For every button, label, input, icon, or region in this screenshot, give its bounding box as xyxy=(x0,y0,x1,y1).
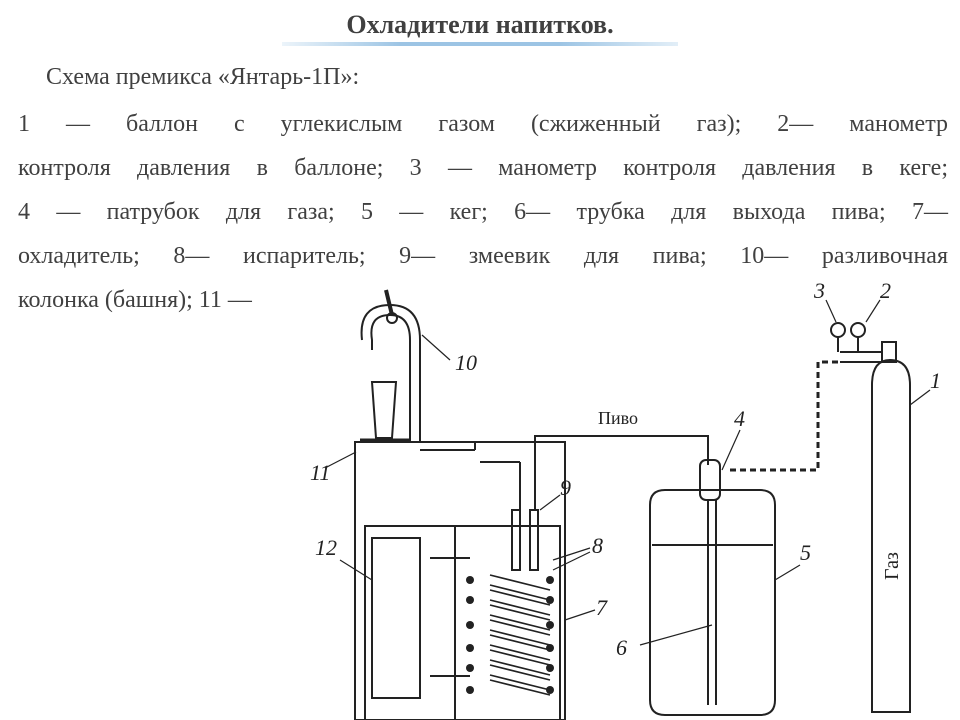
description-line: охладитель; 8— испаритель; 9— змеевик дл… xyxy=(18,243,948,269)
label-4: 4 xyxy=(734,406,745,431)
compressor-box xyxy=(371,537,421,699)
beer-label: Пиво xyxy=(598,408,638,428)
description-text: 1 — баллон с углекислым газом (сжиженный… xyxy=(18,102,948,322)
gas-cylinder xyxy=(871,358,911,713)
label-1: 1 xyxy=(930,368,941,393)
cooler-cabinet xyxy=(354,441,566,720)
label-12: 12 xyxy=(315,535,337,560)
description-line: контроля давления в баллоне; 3 — маномет… xyxy=(18,155,948,181)
cooler-inner xyxy=(364,525,561,720)
description-line: колонка (башня); 11 — xyxy=(18,287,252,313)
label-10: 10 xyxy=(455,350,477,375)
page-title: Охладители напитков. xyxy=(346,10,614,39)
label-3: 3 xyxy=(813,278,825,303)
label-8: 8 xyxy=(592,533,603,558)
label-7: 7 xyxy=(596,595,608,620)
label-11: 11 xyxy=(310,460,330,485)
label-6: 6 xyxy=(616,635,627,660)
title-underline xyxy=(282,42,678,46)
description-line: 1 — баллон с углекислым газом (сжиженный… xyxy=(18,111,948,137)
subtitle: Схема премикса «Янтарь-1П»: xyxy=(46,64,360,90)
description-line: 4 — патрубок для газа; 5 — кег; 6— трубк… xyxy=(18,199,948,225)
label-9: 9 xyxy=(560,475,571,500)
label-5: 5 xyxy=(800,540,811,565)
keg xyxy=(649,489,776,716)
label-2: 2 xyxy=(880,278,891,303)
gas-label: Газ xyxy=(881,552,903,580)
